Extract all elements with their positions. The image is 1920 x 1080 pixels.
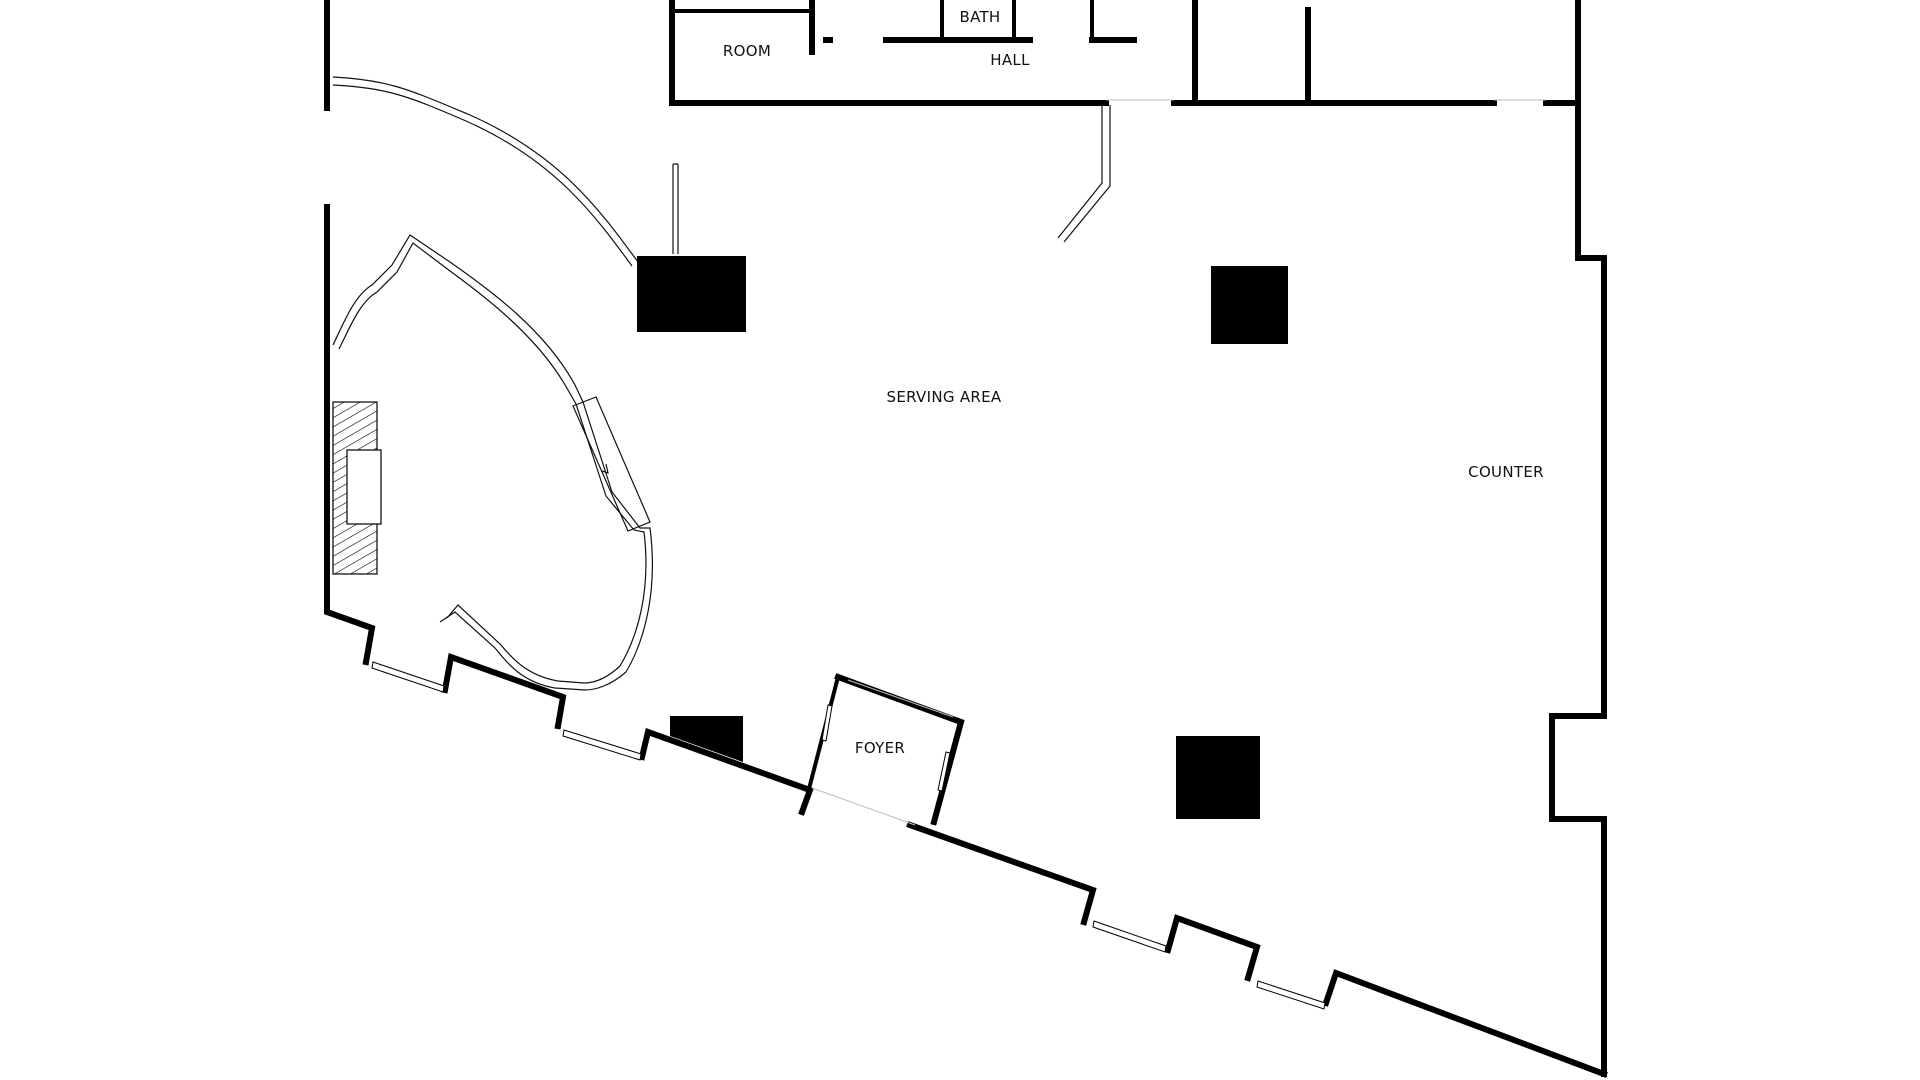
south-wall-5 [1164,914,1261,982]
foyer-top-door [847,679,954,718]
label-room: ROOM [723,42,771,60]
bar-curve-inner [332,84,633,267]
south-wall-1 [441,652,567,730]
window-3 [1092,920,1167,953]
room-wall [669,0,815,106]
south-wall-2 [638,728,814,816]
main-outline [324,0,1608,1078]
column-1 [637,256,746,332]
bar-station-arrow [601,463,609,474]
south-wall-6 [1322,969,1608,1078]
east-wall [1549,97,1607,1077]
bar-counter [332,76,1111,691]
fireplace [332,401,382,575]
foyer-left-window [821,704,833,742]
label-bath: BATH [959,8,1000,26]
label-counter: COUNTER [1468,463,1544,481]
label-foyer: FOYER [855,739,905,757]
windows [371,661,1326,1010]
label-serving-area: SERVING AREA [887,388,1002,406]
foyer-right-window [937,751,951,792]
label-hall: HALL [990,51,1030,69]
bar-island-inner [338,242,647,684]
bar-island-outer [332,234,653,691]
foyer-bottom-door [811,787,916,826]
room-labels: ROOM BATH HALL SERVING AREA COUNTER FOYE… [723,8,1544,757]
bar-curve-outer [332,76,639,263]
room-top-wall [670,0,814,13]
window-4 [1256,980,1326,1010]
column-2 [1211,266,1288,344]
foyer [807,674,954,826]
divider-post [672,163,679,254]
left-wall-lower [324,204,376,666]
window-2 [562,729,642,761]
column-3 [1176,736,1260,819]
fireplace-opening [346,449,382,525]
window-1 [371,661,445,693]
angled-partition [1057,105,1111,243]
bar-station [572,396,651,532]
column-4 [670,716,743,762]
south-wall-4 [906,821,1097,926]
top-rooms [669,0,1581,106]
foyer-top-wall [835,674,851,683]
columns [637,256,1288,819]
